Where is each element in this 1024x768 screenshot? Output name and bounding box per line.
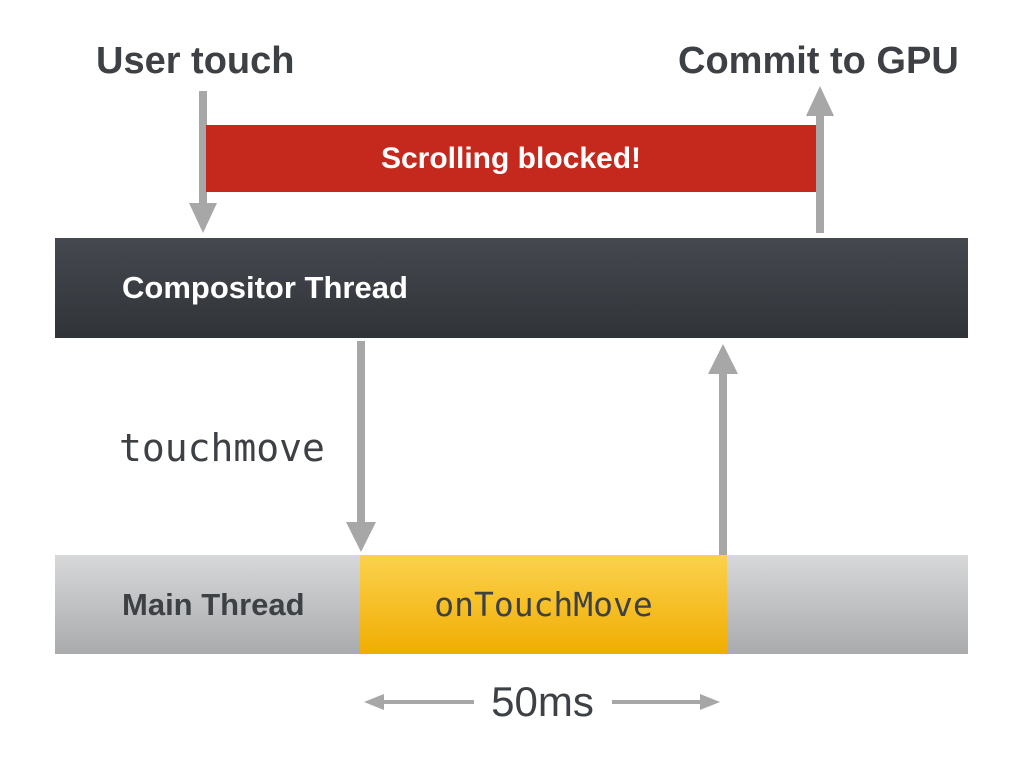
user-touch-label: User touch [96, 40, 295, 82]
arrow-shaft [357, 341, 365, 523]
duration-label: 50ms [491, 678, 594, 725]
scrolling-blocked-banner: Scrolling blocked! [206, 125, 816, 192]
arrow-head-left-icon [364, 694, 384, 710]
arrow-head-down-icon [346, 522, 376, 552]
touchmove-event-label: touchmove [119, 426, 325, 470]
arrow-head-up-icon [806, 86, 834, 116]
commit-to-gpu-label: Commit to GPU [678, 40, 959, 82]
arrow-shaft [719, 373, 727, 555]
arrow-shaft [612, 700, 701, 704]
ontouchmove-segment: onTouchMove [360, 555, 727, 654]
compositor-thread-bar: Compositor Thread [55, 238, 968, 338]
arrow-head-up-icon [708, 344, 738, 374]
ontouchmove-label: onTouchMove [434, 585, 653, 624]
main-thread-label: Main Thread [122, 586, 305, 622]
arrow-shaft [383, 700, 474, 704]
arrow-head-right-icon [700, 694, 720, 710]
arrow-shaft [199, 91, 207, 204]
compositor-thread-label: Compositor Thread [122, 270, 408, 305]
arrow-shaft [816, 115, 824, 233]
arrow-head-down-icon [189, 203, 217, 233]
scrolling-blocked-text: Scrolling blocked! [380, 141, 642, 175]
